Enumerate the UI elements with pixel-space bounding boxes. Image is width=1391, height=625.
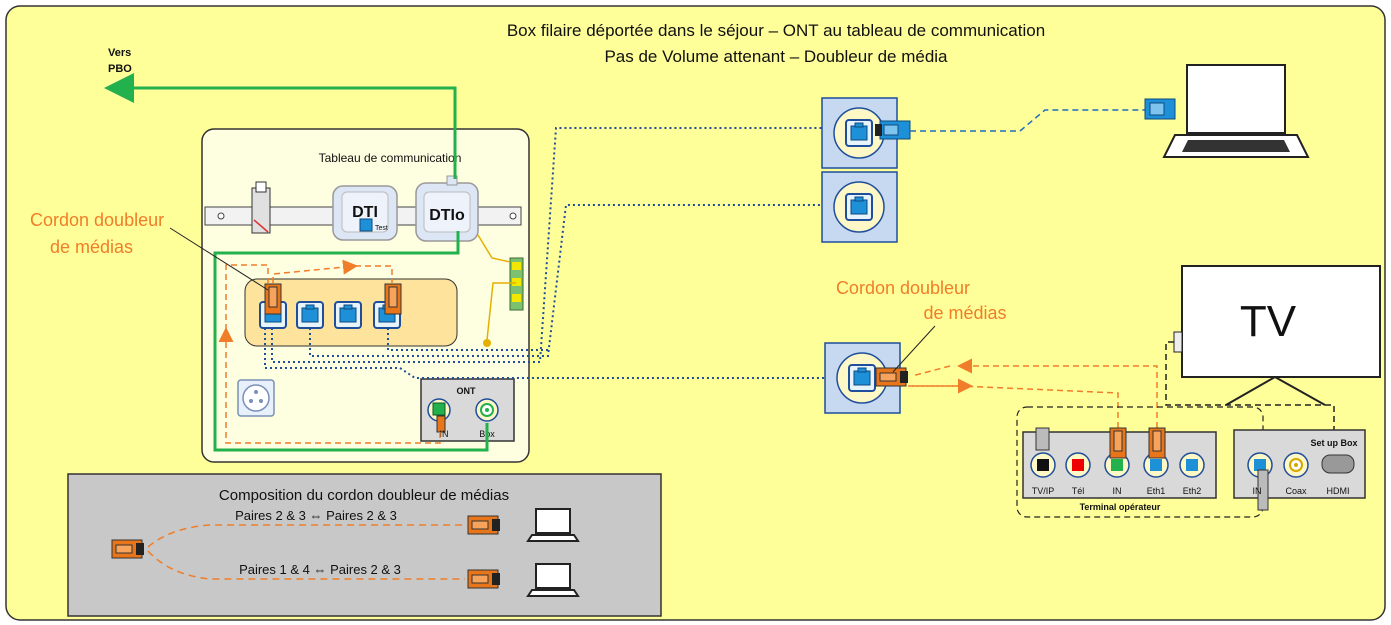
setup-box-device: Set up Box <box>1233 429 1366 511</box>
cord-right-line2: de médias <box>923 303 1006 323</box>
laptop-ethernet-line <box>910 109 1145 132</box>
composition-plug-source <box>111 539 145 559</box>
dti-label: DTI <box>352 204 378 221</box>
earth-wire-end <box>483 339 491 347</box>
copper-line-1 <box>271 127 833 363</box>
ont-in-label: IN <box>440 429 449 439</box>
stb-coax-label: Coax <box>1285 486 1307 496</box>
term-port-eth1: Eth1 <box>1147 486 1166 496</box>
orange-cord-panel-left-up <box>225 264 269 330</box>
patch-port-3 <box>334 301 362 329</box>
orange-cord-right-upper-end <box>911 365 951 377</box>
orange-cord-panel-top-r <box>355 265 393 283</box>
copper-line-2 <box>309 204 835 357</box>
patch-orange-plug-1 <box>264 283 282 315</box>
earth-module-icon <box>509 257 524 311</box>
patch-orange-plug-2 <box>384 283 402 315</box>
stb-hdmi-label: HDMI <box>1327 486 1350 496</box>
panel-title: Tableau de communication <box>319 151 462 165</box>
stb-in-label: IN <box>1253 486 1262 496</box>
composition-laptop-bottom-icon <box>527 563 579 597</box>
composition-wire-bottom <box>147 550 465 580</box>
wall-socket-top <box>821 97 898 169</box>
power-outlet-icon <box>237 379 275 417</box>
cord-right-pointer <box>892 325 936 373</box>
ont-device: ONT IN Box <box>420 378 515 442</box>
term-port-in: IN <box>1113 486 1122 496</box>
dti-box: DTI Test <box>332 185 398 241</box>
tv-icon: TV <box>1173 265 1381 406</box>
dtio-label: DTIo <box>429 207 465 224</box>
pair-top-label: Paires 2 & 3 ⇔ Paires 2 & 3 <box>235 508 397 523</box>
terminal-dashed-group <box>1016 406 1264 518</box>
terminal-device <box>1022 427 1217 499</box>
vers-label: Vers <box>108 47 131 59</box>
ground-terminal-icon <box>251 181 271 234</box>
copper-line-3 <box>387 328 548 351</box>
tv-label: TV <box>1240 297 1297 346</box>
orange-cord-panel-left <box>218 327 441 444</box>
orange-cord-panel-top <box>272 259 358 283</box>
blue-plug-wall-top <box>875 120 911 140</box>
composition-title: Composition du cordon doubleur de médias <box>219 487 509 504</box>
composition-plug-bottom <box>467 569 501 589</box>
patch-port-2 <box>296 301 324 329</box>
pair-bottom-label: Paires 1 & 4 ⇔ Paires 2 & 3 <box>239 562 401 577</box>
composition-wire-top <box>147 524 465 548</box>
laptop-icon <box>1162 64 1310 158</box>
fiber-to-pbo <box>104 73 457 179</box>
terminal-label: Terminal opérateur <box>1080 502 1161 512</box>
wall-socket-middle <box>821 171 898 243</box>
ont-label: ONT <box>457 386 477 396</box>
cord-left-pointer <box>169 227 269 291</box>
cord-right-line1: Cordon doubleur <box>836 278 970 298</box>
copper-line-4 <box>264 328 835 379</box>
cord-left-line1: Cordon doubleur <box>30 210 164 230</box>
hdmi-cable <box>1165 341 1335 444</box>
earth-wire-top <box>477 234 511 263</box>
test-label: Test <box>375 225 388 232</box>
title-line-2: Pas de Volume attenant – Doubleur de méd… <box>604 47 948 66</box>
orange-cord-right-lower <box>908 385 1119 428</box>
composition-laptop-top-icon <box>527 508 579 542</box>
term-port-tel: Tél <box>1072 486 1085 496</box>
cord-left-line2: de médias <box>50 237 133 257</box>
term-port-tvip: TV/IP <box>1032 486 1055 496</box>
wall-socket-bottom <box>824 342 901 414</box>
dtio-box: DTIo <box>415 175 479 242</box>
pbo-label: PBO <box>108 63 132 75</box>
setup-box-label: Set up Box <box>1310 438 1357 448</box>
fiber-loop <box>213 231 489 452</box>
term-port-eth2: Eth2 <box>1183 486 1202 496</box>
blue-plug-laptop <box>1144 98 1176 120</box>
composition-plug-top <box>467 515 501 535</box>
orange-plug-wall-bottom <box>875 367 909 387</box>
title-line-1: Box filaire déportée dans le séjour – ON… <box>507 21 1045 40</box>
